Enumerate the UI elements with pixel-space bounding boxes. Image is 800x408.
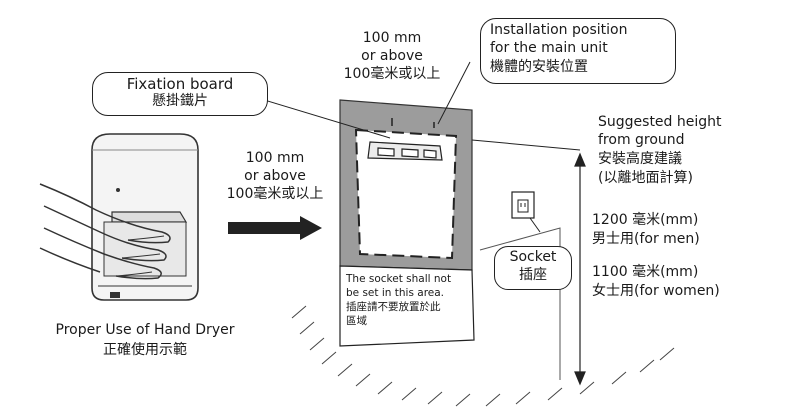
install-position-label-2: for the main unit bbox=[490, 40, 608, 56]
suggested-height-line1: Suggested height bbox=[598, 114, 722, 130]
top-clearance-line2: or above bbox=[361, 48, 423, 64]
proper-use-caption: Proper Use of Hand Dryer bbox=[55, 322, 235, 338]
socket-label-zh: 插座 bbox=[519, 267, 547, 283]
height-dimension bbox=[574, 152, 586, 386]
fixation-board-callout bbox=[92, 72, 268, 116]
unit-outline bbox=[354, 128, 458, 260]
fixation-board-illustration bbox=[367, 118, 443, 161]
suggested-height-zh1: 安裝高度建議 bbox=[598, 151, 682, 167]
no-socket-zh1: 插座請不要放置於此 bbox=[346, 301, 441, 313]
proper-use-caption-zh: 正確使用示範 bbox=[103, 342, 187, 358]
dryer-foot bbox=[110, 292, 120, 298]
socket-illustration bbox=[511, 191, 535, 219]
top-clearance-zh: 100毫米或以上 bbox=[343, 66, 441, 82]
fixation-board-label: Fixation board bbox=[126, 75, 234, 93]
dryer-cavity bbox=[103, 221, 187, 277]
install-position-callout bbox=[480, 18, 676, 84]
hand-dryer-illustration bbox=[39, 133, 199, 301]
top-clearance-line1: 100 mm bbox=[362, 30, 422, 46]
fixation-board-label-zh: 懸掛鐵片 bbox=[152, 93, 208, 109]
height-women-desc: 女士用(for women) bbox=[592, 283, 720, 299]
height-men-desc: 男士用(for men) bbox=[592, 231, 700, 247]
socket-callout bbox=[494, 246, 572, 290]
no-socket-zone bbox=[339, 265, 475, 347]
suggested-height-line2: from ground bbox=[598, 132, 685, 148]
floor-hatching bbox=[291, 305, 675, 407]
no-socket-line2: be set in this area. bbox=[346, 287, 445, 299]
install-position-label-zh: 機體的安裝位置 bbox=[490, 59, 588, 75]
no-socket-zh2: 區域 bbox=[346, 315, 367, 327]
no-socket-line1: The socket shall not bbox=[346, 273, 452, 285]
height-men-value: 1200 毫米(mm) bbox=[592, 212, 699, 228]
dryer-sensor bbox=[116, 188, 120, 192]
height-women-value: 1100 毫米(mm) bbox=[592, 264, 699, 280]
side-clearance-zh: 100毫米或以上 bbox=[226, 186, 324, 202]
socket-label: Socket bbox=[509, 249, 557, 265]
installation-area bbox=[339, 99, 535, 347]
hand-fingers bbox=[115, 235, 165, 277]
suggested-height-zh2: (以離地面計算) bbox=[598, 170, 693, 186]
hands-illustration bbox=[39, 183, 171, 280]
install-position-label-1: Installation position bbox=[490, 22, 628, 38]
side-clearance-line1: 100 mm bbox=[245, 150, 305, 166]
side-clearance-line2: or above bbox=[244, 168, 306, 184]
direction-arrow bbox=[228, 216, 322, 240]
wall-line bbox=[479, 227, 561, 380]
